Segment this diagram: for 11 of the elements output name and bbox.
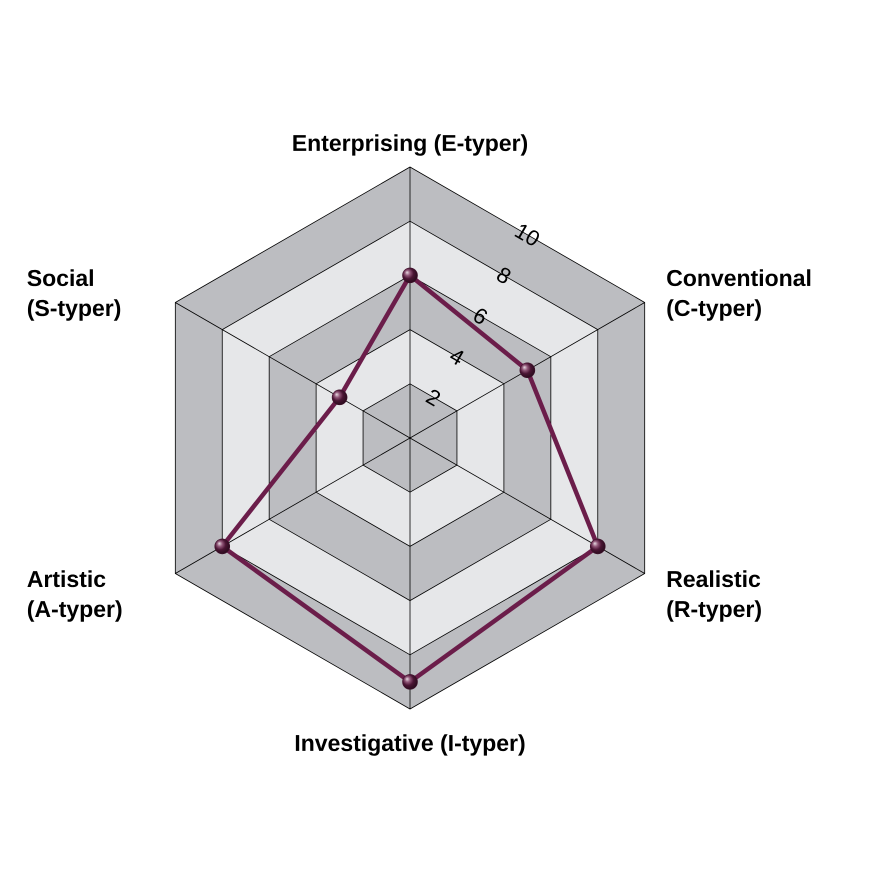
axis-label: Realistic (R-typer) — [667, 570, 761, 622]
tick-label: 8 — [497, 268, 510, 284]
tick-label: 10 — [514, 224, 540, 246]
axis-label: Enterprising (E-typer) — [293, 134, 528, 156]
axis-label: Investigative (I-typer) — [296, 734, 524, 756]
axis-label: Artistic (A-typer) — [27, 570, 122, 622]
tick-label: 4 — [450, 350, 464, 365]
tick-label: 6 — [474, 308, 488, 324]
tick-label: 2 — [425, 390, 440, 407]
axis-label: Social (S-typer) — [27, 269, 120, 321]
axis-label: Conventional (C-typer) — [667, 269, 810, 321]
